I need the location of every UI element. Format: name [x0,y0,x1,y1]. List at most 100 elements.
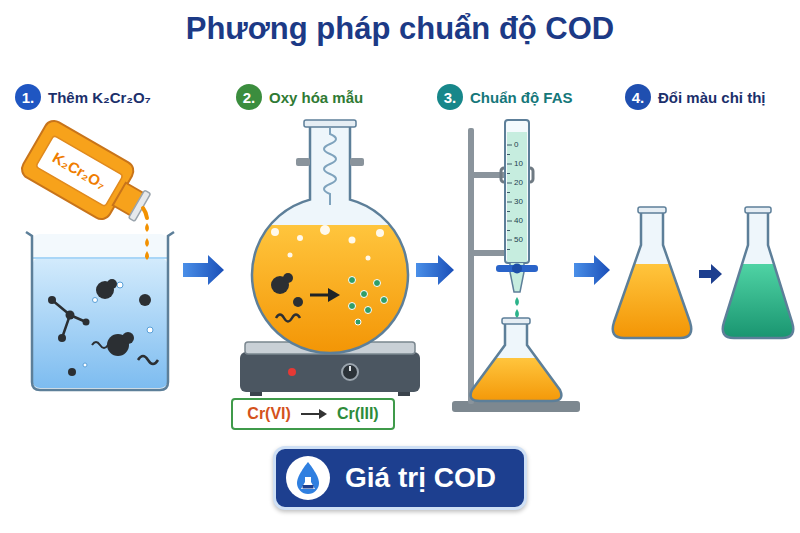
scale-number: 30 [514,197,523,206]
scale-number: 0 [514,140,518,149]
burette [507,132,527,262]
hot-plate [250,392,262,396]
oxidation-particles [361,291,368,298]
scale-number: 50 [514,235,523,244]
beaker [26,232,174,390]
water-drop-icon [303,485,314,489]
bubbles [349,237,356,244]
oxidation-particles [355,319,361,325]
oxidation-particles [283,273,293,283]
process-arrow [416,255,454,285]
process-arrow [574,255,610,285]
pollutant-particles [48,296,56,304]
reflux-flask [252,125,408,353]
scale-number: 0 [514,140,518,149]
beaker [117,282,123,288]
scale-number: 40 [514,216,523,225]
step-number: 2. [236,84,262,110]
scale-ticks [507,240,512,241]
water-drop-icon [301,477,315,489]
diagram-title: Phương pháp chuẩn độ COD [0,10,800,47]
erlenmeyer-flask [460,318,570,408]
burette [505,120,529,263]
scale-number: 10 [514,159,523,168]
bubbles [376,229,384,237]
scale-ticks [507,164,512,165]
pollutant-particles [107,279,117,289]
change-arrow [699,264,722,284]
stand [468,128,474,404]
erlenmeyer-flask [471,322,562,401]
reaction-arrow [319,409,327,419]
reflux-flask [296,158,310,166]
scale-ticks [507,154,510,155]
scale-ticks [507,249,510,250]
scale-number: 20 [514,178,523,187]
oxidation-particles [328,288,340,302]
oxidation-particles [310,294,330,297]
oxidation-particles [381,297,388,304]
step-title: Chuẩn độ FAS [470,89,573,106]
pouring-stream [145,251,149,260]
process-arrow [416,255,454,285]
scale-ticks [507,192,510,193]
pollutant-particles [52,300,86,338]
pollutant-particles [66,311,75,320]
step-number: 4. [625,84,651,110]
bubbles [297,235,303,241]
hot-plate [240,352,420,392]
beaker [147,327,153,333]
orange-flask [600,207,710,344]
reflux-flask [304,120,356,127]
reaction-arrow [299,408,329,420]
change-arrow [699,264,722,284]
pouring-stream [143,208,147,218]
scale-ticks [507,230,510,231]
oxidation-particles [349,303,356,310]
beaker [83,363,87,367]
reaction-arrow [301,413,321,415]
process-arrow [183,255,224,285]
water-drop-icon [286,456,330,500]
pouring-stream [143,208,149,260]
scale-number: 20 [514,178,523,187]
orange-flask [600,264,710,344]
scale-ticks [507,211,510,212]
titrant-drops [515,297,519,306]
reflux-flask [240,225,420,365]
reagent-bottle [36,135,123,206]
titrant-drops [515,297,519,318]
pollutant-particles [92,342,108,348]
oxidation-particles [349,277,356,284]
process-arrow [183,255,224,285]
reflux-flask [324,128,336,205]
stand [452,128,580,412]
reagent-bottle [18,117,158,235]
hot-plate [288,368,296,376]
green-flask [723,212,794,338]
pollutant-particles [48,279,158,376]
bubbles [320,225,330,235]
oxidation-particles [271,273,388,325]
oxidation-particles [276,315,300,322]
scale-ticks [507,173,510,174]
scale-ticks [507,183,512,184]
pollutant-particles [138,356,158,364]
step-title: Thêm K₂Cr₂O₇ [48,89,151,106]
burette [505,120,529,263]
scale-number: 40 [514,216,523,225]
pollutant-particles [58,334,66,342]
reagent-bottle [129,190,151,221]
pollutant-particles [122,332,134,344]
oxidation-particles [374,280,381,287]
step-header: 4.Đổi màu chỉ thị [625,84,766,110]
scale-ticks [507,145,512,250]
green-flask [710,207,800,344]
step-number: 1. [15,84,41,110]
bubbles [366,256,371,261]
pouring-stream [145,238,149,247]
bubbles [271,228,279,236]
pouring-stream [145,223,149,232]
beaker [32,258,168,388]
